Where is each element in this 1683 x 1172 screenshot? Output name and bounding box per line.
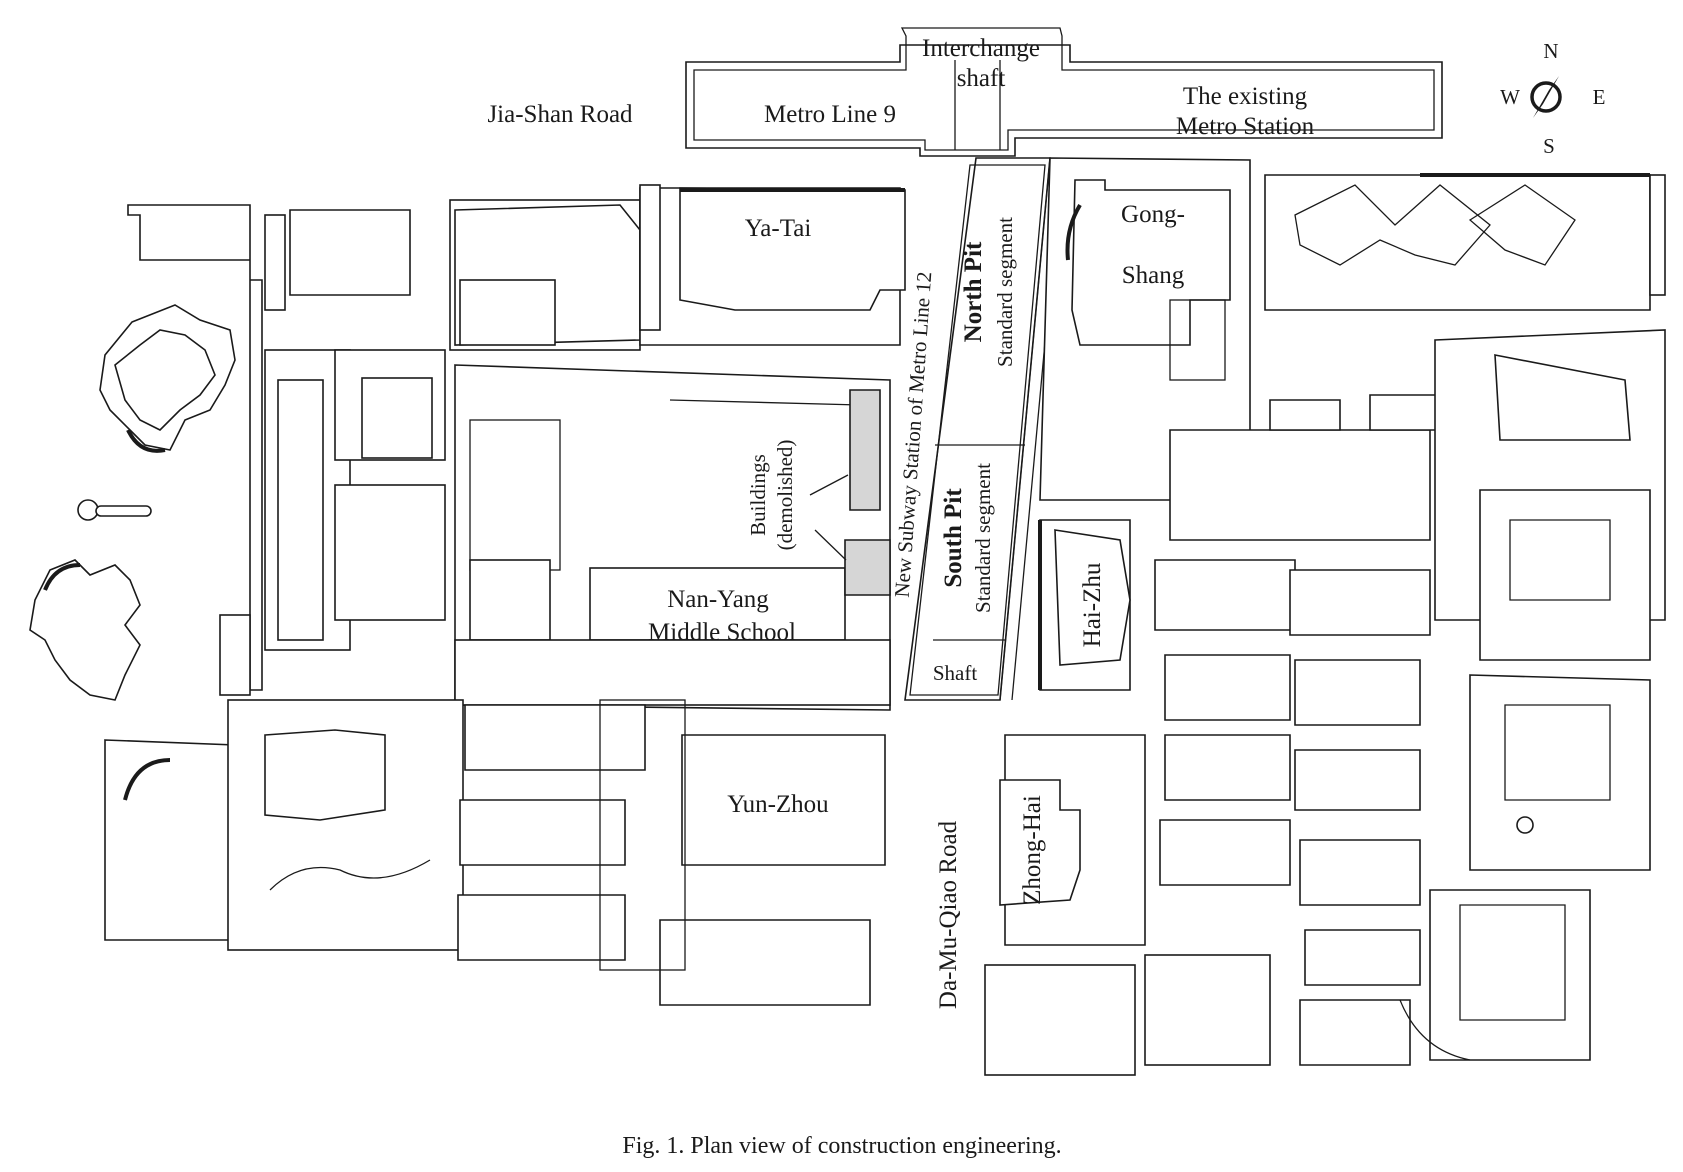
interchange-label-line1: Interchange xyxy=(922,35,1040,62)
hai-zhu-label: Hai-Zhu xyxy=(1079,562,1106,647)
compass-icon: N S W E xyxy=(1500,39,1605,158)
bottom-left-buildings xyxy=(104,699,464,951)
ya-tai-label: Ya-Tai xyxy=(745,215,812,242)
compass-east-label: E xyxy=(1593,85,1606,109)
right-top-buildings xyxy=(1264,173,1666,311)
figure-caption: Fig. 1. Plan view of construction engine… xyxy=(622,1133,1061,1159)
center-right-grid xyxy=(1154,394,1441,1066)
metro-line-9-label: Metro Line 9 xyxy=(764,101,896,128)
existing-station-label-line2: Metro Station xyxy=(1176,113,1315,140)
compass-north-label: N xyxy=(1543,39,1558,63)
ya-tai-block xyxy=(639,184,906,346)
map-labels: Interchange shaft Metro Line 9 The exist… xyxy=(487,35,1314,1009)
nan-yang-block xyxy=(454,364,891,711)
shaft-label: Shaft xyxy=(933,661,977,685)
south-standard-segment-label: Standard segment xyxy=(971,463,995,613)
north-standard-segment-label: Standard segment xyxy=(993,217,1017,367)
hai-zhu-block xyxy=(1038,519,1131,691)
compass-west-label: W xyxy=(1500,85,1520,109)
right-complexes xyxy=(1399,329,1666,1061)
left-buildings xyxy=(29,199,641,701)
metro-line-9-block xyxy=(685,27,1443,157)
south-pit-label: South Pit xyxy=(940,488,967,588)
demolished-buildings xyxy=(809,389,891,596)
da-mu-qiao-road-label: Da-Mu-Qiao Road xyxy=(935,820,962,1009)
zhong-hai-block xyxy=(984,734,1271,1076)
new-station-pit xyxy=(904,157,1063,701)
compass-south-label: S xyxy=(1543,134,1555,158)
gong-shang-block xyxy=(1039,157,1251,501)
yun-zhou-label: Yun-Zhou xyxy=(727,791,829,818)
demolished-label-line2: (demolished) xyxy=(773,440,797,551)
zhong-hai-label: Zhong-Hai xyxy=(1019,795,1046,905)
gong-shang-label-line1: Gong- xyxy=(1121,201,1185,228)
interchange-label-line2: shaft xyxy=(957,65,1006,92)
demolished-label-line1: Buildings xyxy=(746,454,770,536)
existing-station-label-line1: The existing xyxy=(1183,83,1308,110)
bottom-center-buildings xyxy=(457,699,886,1006)
north-pit-label: North Pit xyxy=(960,241,987,342)
nan-yang-label-line2: Middle School xyxy=(648,619,796,646)
nan-yang-label-line1: Nan-Yang xyxy=(667,586,769,613)
jia-shan-road-label: Jia-Shan Road xyxy=(487,101,633,128)
gong-shang-label-line2: Shang xyxy=(1122,262,1185,289)
